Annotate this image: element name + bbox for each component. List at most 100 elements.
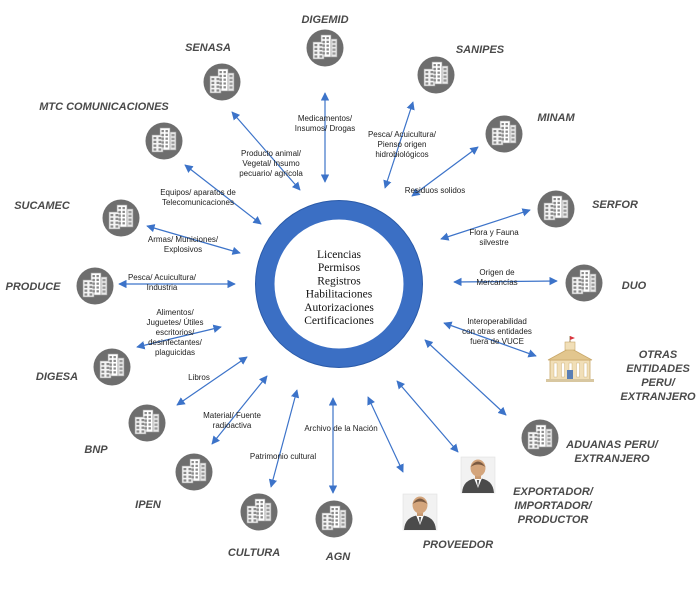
building-icon bbox=[315, 500, 353, 538]
center-text-line: Certificaciones bbox=[304, 315, 374, 327]
center-text-line: Licencias bbox=[317, 249, 362, 261]
arrow-sucamec bbox=[146, 224, 241, 255]
building-icon bbox=[485, 115, 523, 153]
entity-name-sanipes: SANIPES bbox=[456, 44, 505, 56]
entity-node-sanipes: SANIPES bbox=[417, 44, 505, 94]
entity-node-digemid: DIGEMID bbox=[301, 14, 349, 67]
entity-node-agn: AGN bbox=[315, 500, 353, 563]
arrow-serfor bbox=[440, 208, 531, 241]
entity-name-otras: PERU/ bbox=[641, 377, 677, 389]
building-icon bbox=[93, 348, 131, 386]
relation-label-senasa: Vegetal/ Insumo bbox=[242, 159, 300, 168]
relation-label-duo: Origen de bbox=[479, 268, 515, 277]
relation-label-serfor: Flora y Fauna bbox=[469, 228, 519, 237]
entity-name-digemid: DIGEMID bbox=[301, 14, 348, 26]
relation-label-serfor: silvestre bbox=[479, 238, 509, 247]
relation-label-sanipes: Pesca/ Acuicultura/ bbox=[368, 130, 437, 139]
center-ring-shape bbox=[255, 200, 423, 368]
entity-name-exportador: EXPORTADOR/ bbox=[513, 486, 595, 498]
relation-label-mtc: Telecomunicaciones bbox=[162, 198, 234, 207]
building-icon bbox=[102, 199, 140, 237]
entity-name-aduanas: EXTRANJERO bbox=[574, 453, 650, 465]
government-building-icon bbox=[546, 336, 594, 382]
entity-name-sucamec: SUCAMEC bbox=[14, 200, 71, 212]
building-icon bbox=[521, 419, 559, 457]
relation-label-digesa: plaguicidas bbox=[155, 348, 195, 357]
entity-name-exportador: IMPORTADOR/ bbox=[514, 500, 593, 512]
relation-label-sucamec: Explosivos bbox=[164, 245, 202, 254]
entity-node-otras: OTRAS ENTIDADES PERU/EXTRANJERO bbox=[546, 336, 696, 403]
arrow-digesa bbox=[136, 324, 222, 350]
entity-node-serfor: SERFOR bbox=[537, 190, 638, 228]
center-text-line: Autorizaciones bbox=[304, 302, 374, 314]
entity-name-ipen: IPEN bbox=[135, 499, 162, 511]
arrow-cultura bbox=[268, 389, 300, 488]
relation-label-bnp: Libros bbox=[188, 373, 210, 382]
relation-label-sucamec: Armas/ Municiones/ bbox=[148, 235, 219, 244]
entity-name-duo: DUO bbox=[622, 280, 647, 292]
arrow-aduanas bbox=[424, 339, 507, 416]
entity-name-digesa: DIGESA bbox=[36, 371, 78, 383]
entity-node-duo: DUO bbox=[565, 264, 647, 302]
relation-label-sanipes: Pienso origen bbox=[378, 140, 427, 149]
relation-label-otras: fuera de VUCE bbox=[470, 337, 524, 346]
entity-node-digesa: DIGESA bbox=[36, 348, 131, 386]
building-icon bbox=[417, 56, 455, 94]
entity-name-otras: OTRAS bbox=[639, 349, 678, 361]
building-icon bbox=[306, 29, 344, 67]
entity-name-produce: PRODUCE bbox=[5, 281, 61, 293]
entity-node-aduanas: ADUANAS PERU/EXTRANJERO bbox=[521, 419, 660, 465]
relation-label-produce: Pesca/ Acuicultura/ bbox=[128, 273, 197, 282]
relation-label-senasa: Producto animal/ bbox=[241, 149, 302, 158]
arrow-mtc bbox=[184, 164, 262, 225]
center-text-block: LicenciasPermisosRegistrosHabilitaciones… bbox=[304, 249, 374, 327]
center-text-line: Habilitaciones bbox=[306, 289, 373, 301]
center-ring-outer-edge bbox=[255, 200, 423, 368]
entity-node-cultura: CULTURA bbox=[228, 493, 280, 559]
entity-name-proveedor: PROVEEDOR bbox=[423, 539, 493, 551]
entity-name-serfor: SERFOR bbox=[592, 199, 638, 211]
entity-node-minam: MINAM bbox=[485, 112, 575, 153]
person-icon bbox=[460, 456, 496, 494]
arrow-minam bbox=[411, 146, 479, 197]
entity-name-mtc: MTC COMUNICACIONES bbox=[39, 101, 169, 113]
relation-label-digemid: Insumos/ Drogas bbox=[295, 124, 355, 133]
relation-label-duo: Mercancías bbox=[476, 278, 517, 287]
building-icon bbox=[175, 453, 213, 491]
building-icon bbox=[76, 267, 114, 305]
relation-label-digesa: escritorios/ bbox=[156, 328, 195, 337]
entity-name-senasa: SENASA bbox=[185, 42, 231, 54]
entity-node-sucamec: SUCAMEC bbox=[14, 199, 140, 237]
entity-node-exportador: EXPORTADOR/IMPORTADOR/PRODUCTOR bbox=[460, 456, 595, 526]
building-icon bbox=[537, 190, 575, 228]
entity-name-minam: MINAM bbox=[537, 112, 575, 124]
entity-name-agn: AGN bbox=[325, 551, 352, 563]
entity-node-ipen: IPEN bbox=[135, 453, 213, 511]
entity-node-mtc: MTC COMUNICACIONES bbox=[39, 101, 183, 160]
entity-name-bnp: BNP bbox=[84, 444, 108, 456]
entity-node-produce: PRODUCE bbox=[5, 267, 114, 305]
relation-label-digesa: desinfectantes/ bbox=[148, 338, 203, 347]
arrow-exportador bbox=[396, 380, 459, 453]
building-icon bbox=[145, 122, 183, 160]
relation-label-digemid: Medicamentos/ bbox=[298, 114, 353, 123]
entity-name-exportador: PRODUCTOR bbox=[518, 514, 589, 526]
entity-name-aduanas: ADUANAS PERU/ bbox=[565, 439, 660, 451]
relation-label-otras: con otras entidades bbox=[462, 327, 532, 336]
center-text-line: Permisos bbox=[318, 262, 361, 274]
building-icon bbox=[565, 264, 603, 302]
entity-name-otras: ENTIDADES bbox=[626, 363, 690, 375]
relation-label-cultura: Patrimonio cultural bbox=[250, 452, 316, 461]
entity-name-otras: EXTRANJERO bbox=[620, 391, 696, 403]
relation-label-mtc: Equipos/ aparatos de bbox=[160, 188, 236, 197]
center-ring: LicenciasPermisosRegistrosHabilitaciones… bbox=[255, 200, 423, 368]
relation-label-digesa: Juguetes/ Útiles bbox=[147, 318, 204, 327]
relation-arrows bbox=[118, 92, 558, 494]
relation-label-agn: Archivo de la Nación bbox=[304, 424, 377, 433]
building-icon bbox=[128, 404, 166, 442]
entity-name-cultura: CULTURA bbox=[228, 547, 280, 559]
entity-node-bnp: BNP bbox=[84, 404, 166, 456]
arrow-ipen bbox=[211, 375, 268, 445]
arrow-duo bbox=[453, 276, 558, 287]
